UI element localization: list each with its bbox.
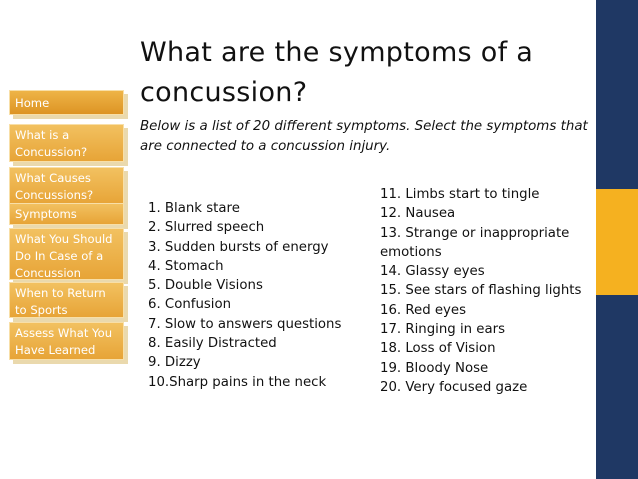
symptom-item: 19. Bloody Nose	[380, 360, 489, 376]
nav-assess-learning[interactable]: Assess What You Have Learned	[9, 322, 124, 360]
symptom-item: 12. Nausea	[380, 206, 456, 222]
symptom-item: 14. Glassy eyes	[380, 264, 485, 280]
symptom-item: 13. Strange or inappropriate emotions	[380, 225, 570, 260]
symptom-item: 17. Ringing in ears	[380, 322, 506, 338]
page-title: What are the symptoms of a concussion?	[140, 37, 534, 108]
symptom-item: 6. Confusion	[148, 297, 232, 313]
nav-what-causes-concussions[interactable]: What Causes Concussions?	[9, 167, 124, 205]
page-subtitle: Below is a list of 20 different symptoms…	[140, 119, 588, 154]
side-accent	[596, 189, 638, 295]
symptom-item: 7. Slow to answers questions	[148, 316, 342, 332]
symptom-item: 20. Very focused gaze	[380, 379, 528, 395]
nav-symptoms[interactable]: Symptoms	[9, 203, 124, 225]
symptom-item: 18. Loss of Vision	[380, 341, 496, 357]
symptom-item: 11. Limbs start to tingle	[380, 187, 540, 202]
nav-return-to-sports[interactable]: When to Return to Sports	[9, 282, 124, 318]
symptom-item: 4. Stomach	[148, 258, 224, 274]
symptom-item: 2. Slurred speech	[148, 220, 265, 236]
nav-home-button[interactable]: Home	[9, 90, 124, 115]
symptom-item: 1. Blank stare	[148, 201, 240, 216]
symptom-item: 10.Sharp pains in the neck	[148, 374, 327, 390]
symptom-item: 3. Sudden bursts of energy	[148, 239, 329, 255]
nav-what-to-do[interactable]: What You Should Do In Case of a Concussi…	[9, 228, 124, 280]
symptom-item: 8. Easily Distracted	[148, 336, 277, 352]
nav-what-is-a-concussion[interactable]: What is a Concussion?	[9, 124, 124, 162]
symptom-item: 16. Red eyes	[380, 302, 467, 318]
symptom-list-left: 1. Blank stare 2. Slurred speech 3. Sudd…	[148, 199, 368, 392]
symptom-item: 9. Dizzy	[148, 355, 201, 371]
symptom-item: 5. Double Visions	[148, 278, 263, 294]
symptom-item: 15. See stars of flashing lights	[380, 283, 582, 299]
symptom-list-right: 11. Limbs start to tingle 12. Nausea 13.…	[380, 185, 594, 397]
